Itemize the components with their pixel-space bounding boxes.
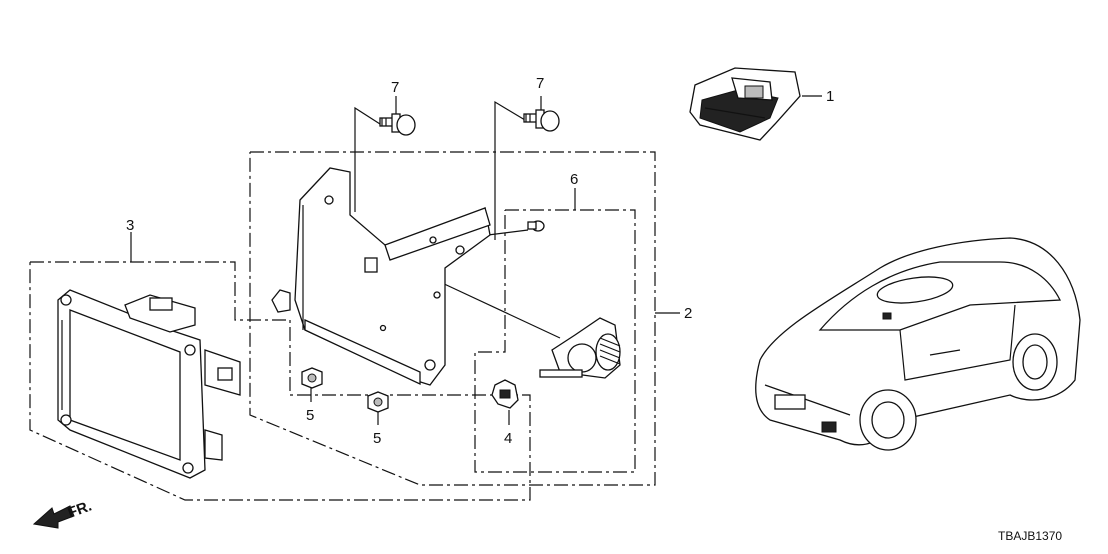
- part-aiming-unit: [527, 220, 621, 379]
- part-nut-a: [301, 367, 323, 389]
- group-box-bracket-assembly: [249, 151, 656, 486]
- vehicle-illustration: [755, 237, 1081, 451]
- part-bolt-b: [523, 109, 560, 132]
- callout-4: 4: [504, 430, 512, 447]
- part-camera-module: [689, 67, 801, 141]
- callout-2: 2: [684, 305, 692, 322]
- part-mounting-bracket: [271, 167, 491, 386]
- callout-5-right: 5: [373, 430, 381, 447]
- part-nut-b: [367, 391, 389, 413]
- callout-3: 3: [126, 217, 134, 234]
- callout-7-right: 7: [536, 75, 544, 92]
- callout-1: 1: [826, 88, 834, 105]
- group-box-control-unit: [29, 261, 531, 501]
- front-indicator-label: FR.: [66, 498, 95, 522]
- diagram-code: TBAJB1370: [998, 529, 1062, 543]
- callout-5-left: 5: [306, 407, 314, 424]
- front-direction-arrow: [32, 505, 75, 529]
- part-bolt-a: [379, 113, 416, 136]
- callout-7-left: 7: [391, 79, 399, 96]
- part-clip: [491, 379, 519, 409]
- callout-6: 6: [570, 171, 578, 188]
- group-box-sensor-assembly: [474, 209, 636, 473]
- part-control-unit: [57, 289, 241, 479]
